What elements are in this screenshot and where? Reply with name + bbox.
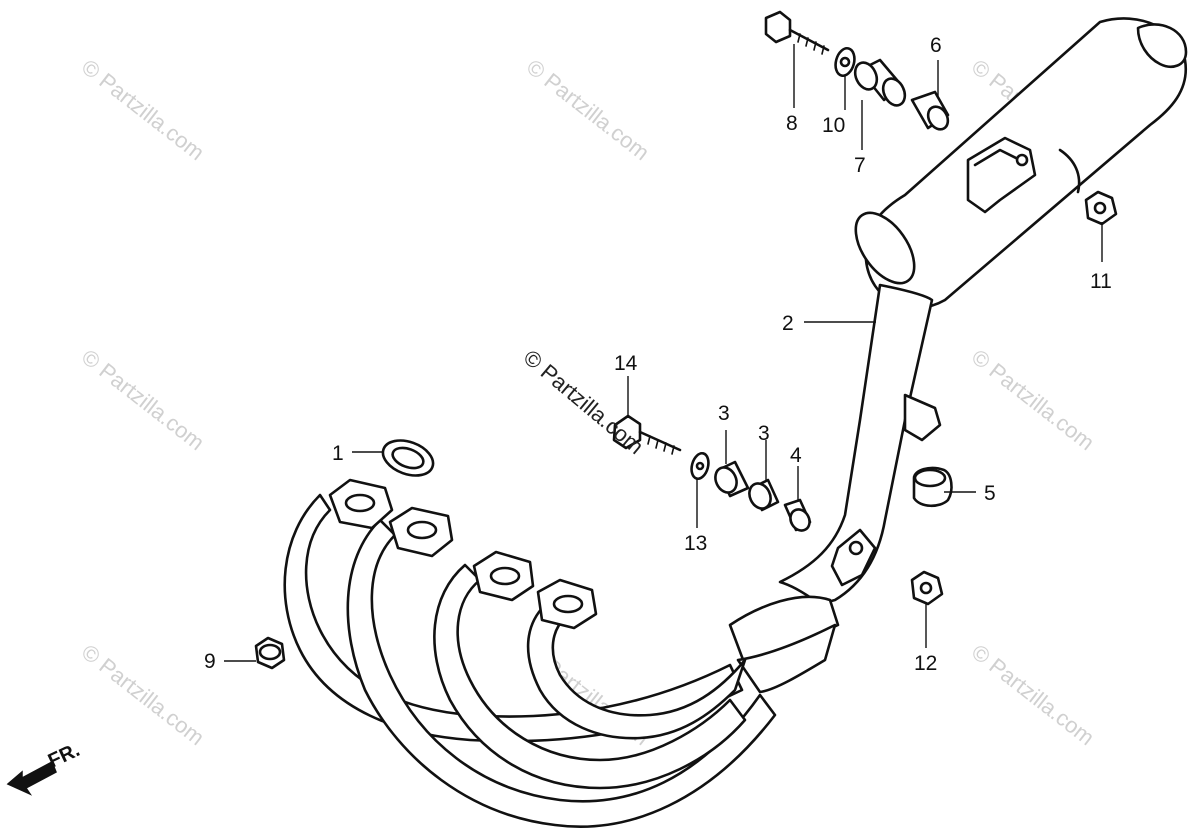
cap-part-9: [254, 636, 286, 670]
callout-12: 12: [914, 652, 937, 675]
collar-part-6: [910, 90, 950, 131]
watermark-text: © Partzilla.com: [522, 54, 654, 165]
callout-2: 2: [782, 312, 794, 335]
nut-part-11: [1084, 190, 1118, 226]
header-pipes: [283, 478, 777, 828]
muffler: [854, 17, 1188, 310]
front-direction-indicator: FR.: [6, 739, 83, 796]
watermark-text: © Partzilla.com: [967, 344, 1099, 455]
grommet-part-7: [853, 58, 907, 107]
watermark-text: © Partzilla.com: [77, 639, 209, 750]
leader-lines: [224, 44, 1103, 662]
grommet-part-3a: [714, 460, 750, 498]
callout-6: 6: [930, 34, 942, 57]
watermark-text: © Partzilla.com: [967, 639, 1099, 750]
washer-part-13: [690, 451, 710, 481]
collar-part-4: [783, 498, 812, 532]
watermark-text: © Partzilla.com: [77, 54, 209, 165]
callout-5: 5: [984, 482, 996, 505]
front-arrow-icon: [6, 760, 57, 796]
callout-9: 9: [204, 650, 216, 673]
washer-part-10: [834, 46, 856, 78]
bolt-part-8: [764, 10, 830, 55]
callout-10: 10: [822, 114, 845, 137]
callout-labels: 1 2 3 3 4 5 6 7 8 9 10 11 12 13 14: [204, 34, 1112, 675]
nut-part-12: [910, 570, 944, 606]
exhaust-pipe-2: [778, 283, 942, 606]
callout-13: 13: [684, 532, 707, 555]
callout-3a: 3: [718, 402, 730, 425]
callout-14: 14: [614, 352, 638, 375]
watermark-text: © Partzilla.com: [77, 344, 209, 455]
rubber-mount-part-5: [912, 466, 953, 508]
callout-3b: 3: [758, 422, 770, 445]
callout-7: 7: [854, 154, 866, 177]
gasket-part-1: [381, 439, 435, 477]
callout-8: 8: [786, 112, 798, 135]
collector: [728, 595, 840, 694]
callout-4: 4: [790, 444, 802, 467]
grommet-part-3b: [748, 478, 780, 512]
callout-11: 11: [1090, 270, 1112, 293]
callout-1: 1: [332, 442, 344, 465]
